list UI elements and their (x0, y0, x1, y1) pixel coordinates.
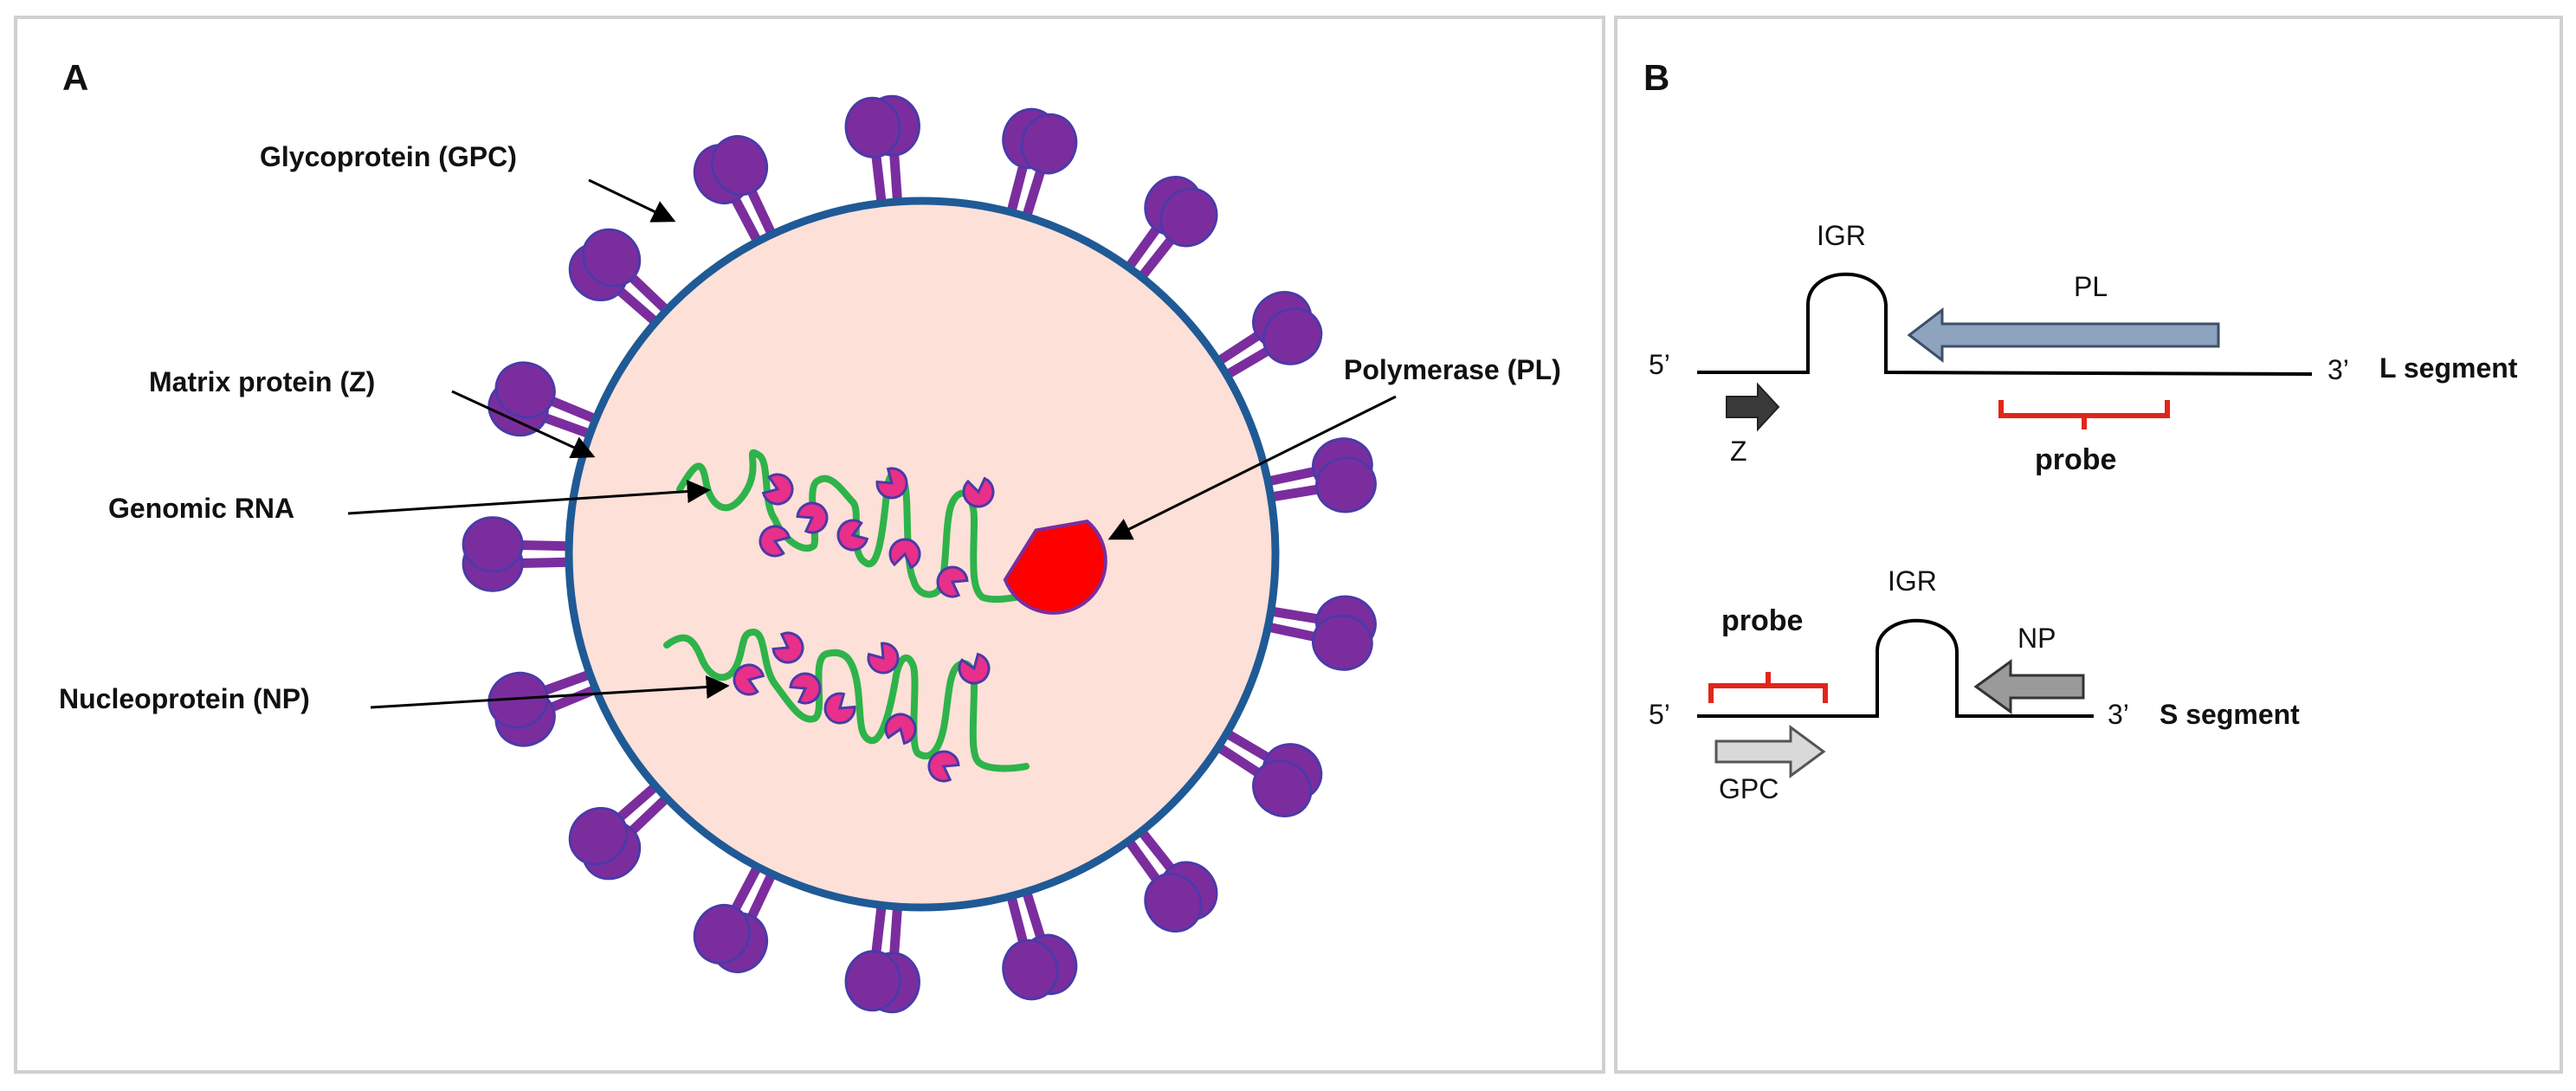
s-five-prime: 5’ (1649, 699, 1670, 730)
virion-interior (569, 201, 1275, 907)
pl-arrow (1907, 307, 2220, 364)
nucleoprotein (796, 501, 829, 534)
arrow-glycoprotein (588, 178, 676, 223)
glycoprotein-head (462, 516, 524, 573)
arrow-genomic-rna (347, 480, 711, 515)
nucleoprotein (789, 672, 822, 705)
label-glycoprotein: Glycoprotein (GPC) (260, 141, 517, 172)
l-five-prime: 5’ (1649, 349, 1670, 380)
s-probe-bracket (1708, 672, 1828, 703)
glycoprotein-head (1020, 113, 1078, 175)
s-segment-line (1697, 618, 2094, 718)
glycoprotein-head (1311, 614, 1373, 671)
label-polymerase: Polymerase (PL) (1344, 354, 1561, 385)
l-probe-label: probe (2035, 443, 2116, 476)
nucleoprotein (958, 652, 991, 685)
glycoprotein-head (1262, 307, 1323, 365)
glycoprotein-head (494, 361, 556, 419)
label-matrix: Matrix protein (Z) (149, 366, 375, 397)
label-genomic-rna: Genomic RNA (108, 493, 294, 524)
nucleoprotein (759, 525, 791, 558)
glycoprotein-head (1315, 456, 1377, 513)
l-segment: 5’ 3’ L segment IGR PL Z probe (1649, 220, 2518, 476)
nucleoprotein (962, 476, 995, 508)
gpc-arrow (1714, 725, 1826, 778)
nucleoprotein (888, 538, 921, 570)
panel-a-letter: A (62, 57, 88, 98)
glycoprotein-head (581, 228, 642, 287)
nucleoprotein (823, 692, 856, 725)
l-three-prime: 3’ (2327, 354, 2349, 385)
z-arrow (1726, 382, 1780, 432)
nucleoprotein (733, 663, 765, 696)
glycoprotein-head (844, 950, 901, 1012)
genomic-rna-upper (676, 449, 1030, 604)
s-segment: 5’ 3’ S segment IGR NP GPC probe (1649, 565, 2300, 804)
glycoprotein-head (487, 671, 549, 729)
label-nucleoprotein: Nucleoprotein (NP) (59, 683, 310, 714)
panel-b-frame (1614, 16, 2563, 1074)
np-arrow (1973, 659, 2085, 714)
glycoprotein-head (1252, 759, 1313, 817)
gpc-label: GPC (1719, 773, 1779, 804)
panel-b-letter: B (1643, 57, 1669, 98)
glycoprotein-head (1002, 939, 1059, 1001)
nucleoprotein (772, 631, 804, 664)
glycoprotein-head (568, 806, 629, 866)
s-segment-name: S segment (2160, 699, 2300, 730)
glycoprotein-head (1144, 872, 1203, 933)
nucleoprotein (875, 467, 908, 500)
l-segment-name: L segment (2379, 352, 2518, 384)
nucleoprotein (836, 519, 869, 552)
nucleoprotein (927, 750, 960, 783)
l-segment-line (1697, 272, 2313, 376)
s-probe-label: probe (1721, 604, 1803, 637)
pl-label: PL (2074, 271, 2108, 302)
nucleoprotein (761, 473, 794, 506)
polymerase (1003, 519, 1107, 615)
l-igr-label: IGR (1817, 220, 1866, 251)
glycoprotein-head (1159, 187, 1218, 248)
s-three-prime: 3’ (2108, 699, 2129, 730)
nucleoproteins (733, 467, 995, 783)
nucleoprotein (936, 565, 969, 598)
arrow-matrix (451, 390, 596, 459)
glycoprotein-head (844, 96, 901, 158)
z-label: Z (1730, 436, 1747, 467)
viral-envelope (565, 197, 1280, 912)
nucleoprotein (884, 713, 917, 746)
arrow-polymerase (1107, 395, 1397, 540)
glycoprotein-head (710, 135, 769, 197)
arrow-nucleoprotein (370, 675, 730, 709)
l-probe-bracket (1998, 400, 2170, 429)
nucleoprotein (867, 642, 900, 675)
np-label: NP (2018, 623, 2056, 654)
s-igr-label: IGR (1888, 565, 1937, 597)
glycoprotein-head (693, 904, 752, 965)
